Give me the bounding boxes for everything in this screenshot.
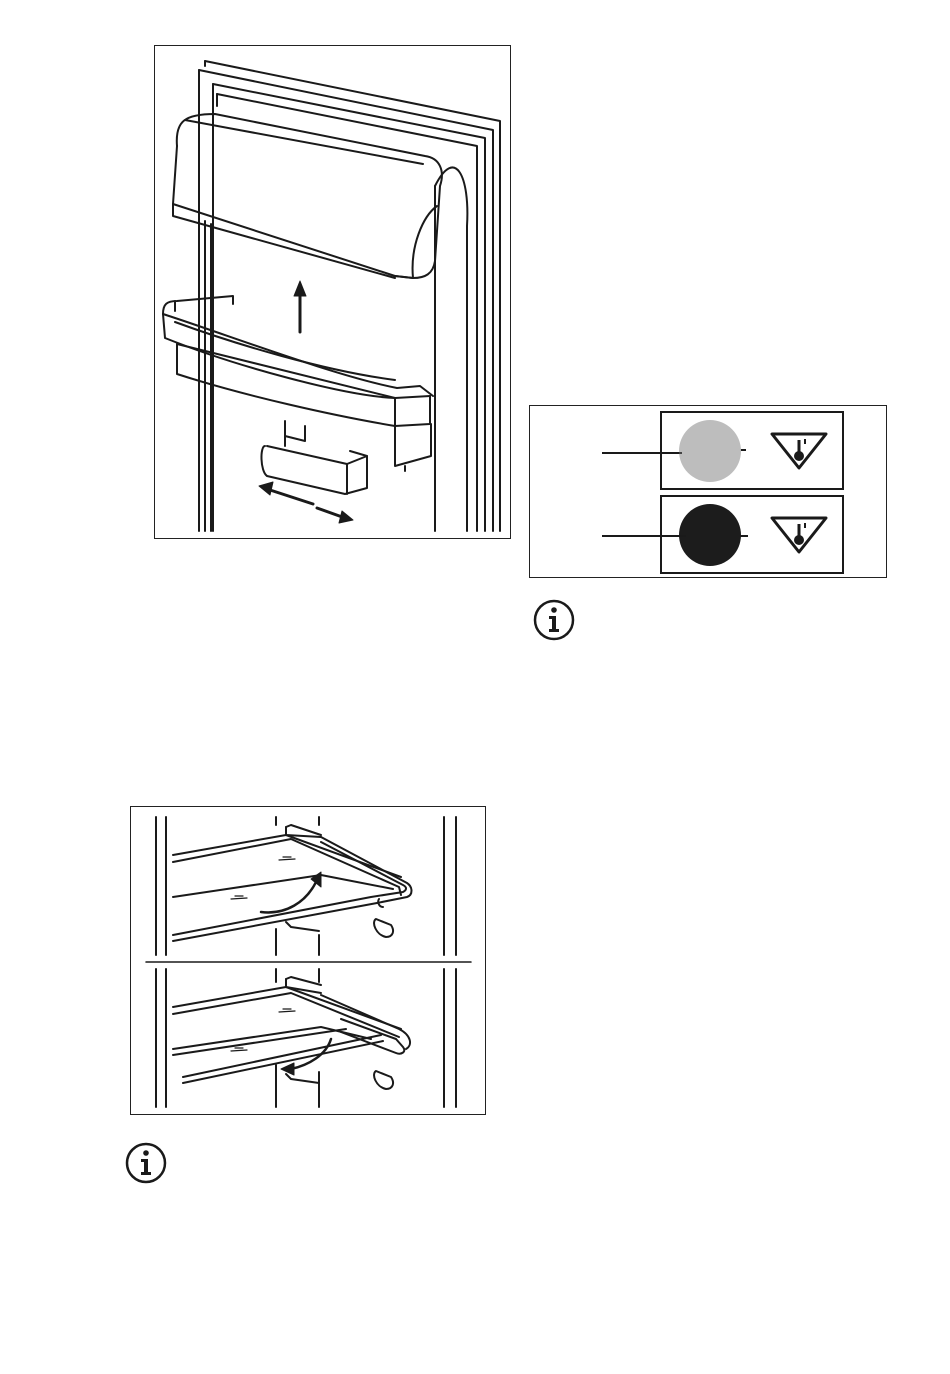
shelf-folding-figure	[130, 806, 486, 1115]
temperature-warning-symbol-icon	[772, 518, 826, 552]
temperature-indicator-figure	[529, 405, 887, 578]
info-icon	[124, 1141, 168, 1185]
indicator-dot-light	[679, 420, 741, 482]
temperature-warning-symbol-icon	[772, 434, 826, 468]
temperature-indicator-illustration	[530, 406, 886, 577]
door-balcony-figure	[154, 45, 511, 539]
info-icon	[532, 598, 576, 642]
shelf-folding-illustration	[131, 807, 485, 1114]
indicator-dot-dark	[679, 504, 741, 566]
door-balcony-illustration	[155, 46, 510, 538]
